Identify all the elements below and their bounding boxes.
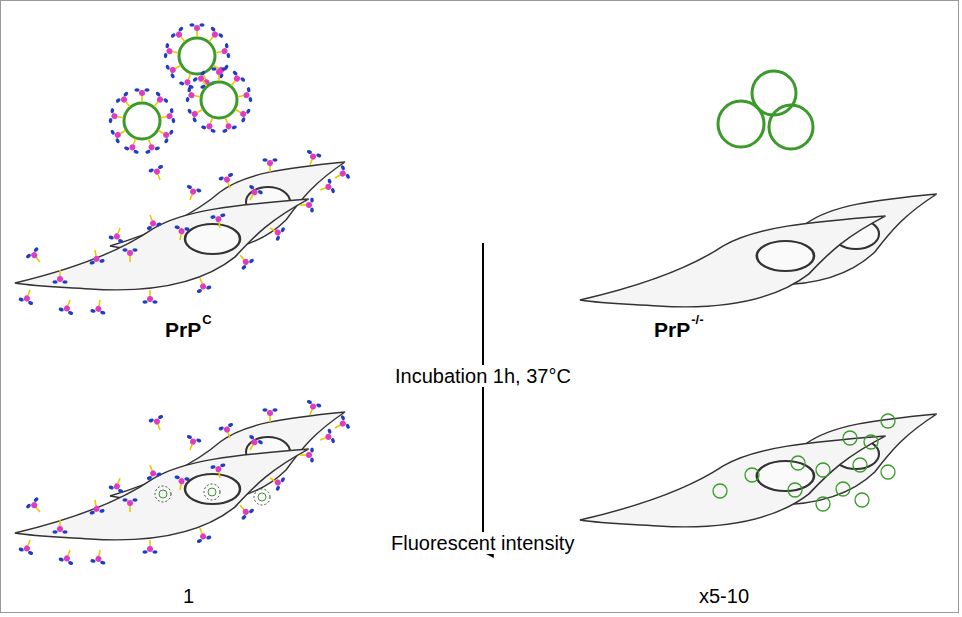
vesicles [718,71,813,149]
value-label: 1 [183,585,194,607]
group-label: PrP [165,318,201,341]
measure-label: Fluorescent intensity [389,532,576,554]
cells-prpc-top [15,162,345,290]
decorated-vesicles [108,23,252,154]
cells-knockout-top [580,194,937,307]
internalized-vesicles [713,414,895,511]
prp-molecules [18,149,351,315]
superscript: C [202,313,211,327]
prp-molecules [18,399,351,565]
cells-knockout-bottom [580,414,937,527]
superscript: -/- [691,313,703,327]
group-label: PrP [654,318,690,341]
cells-prpc-bottom [15,412,345,540]
step-label: Incubation 1h, 37°C [393,365,573,387]
value-label: x5-10 [699,585,749,607]
time-arrow [482,243,484,552]
